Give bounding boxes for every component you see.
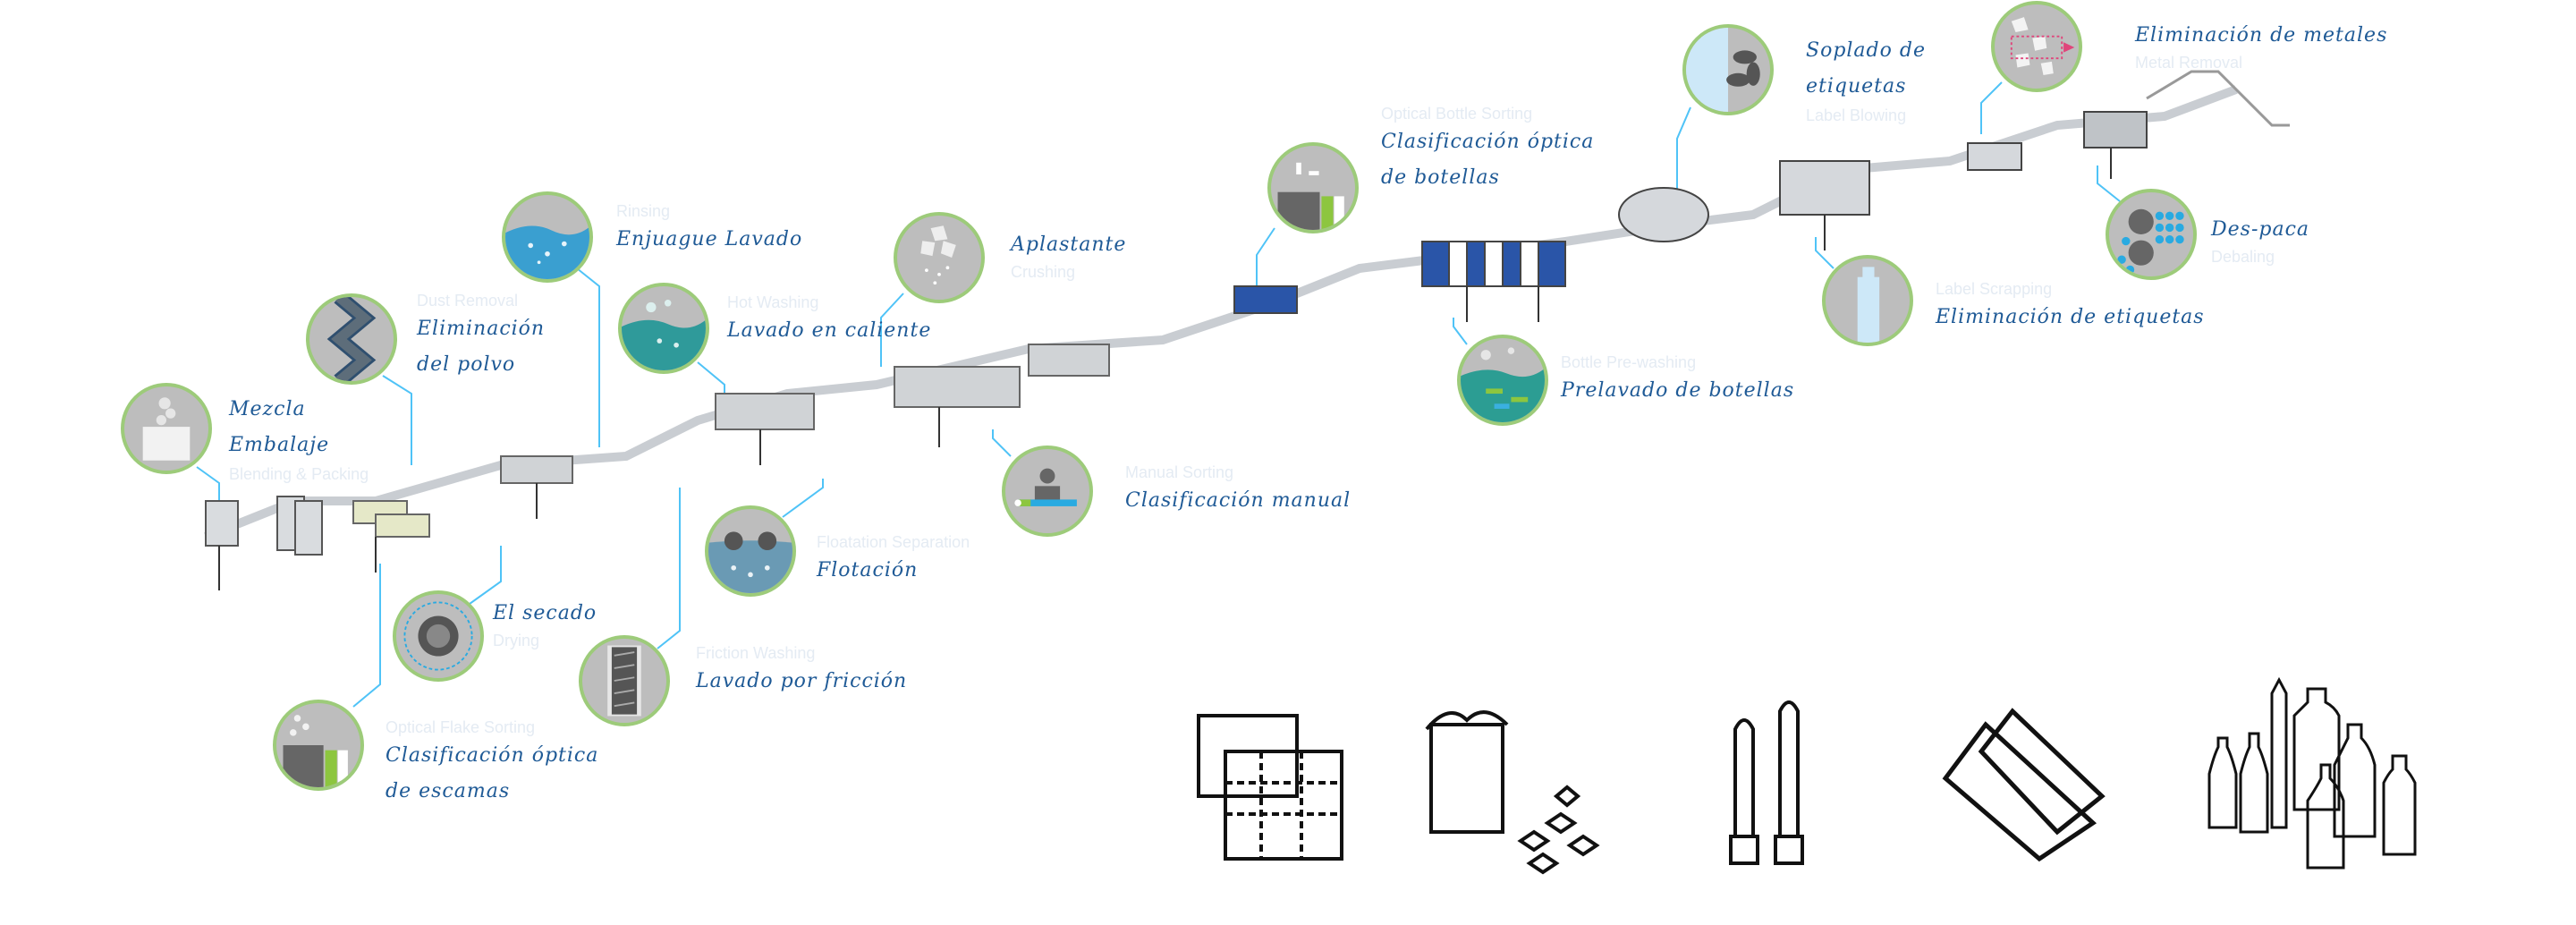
step-label-despaca: Des-paca xyxy=(2211,218,2310,241)
optical-bottle-sorting-icon xyxy=(1267,142,1359,233)
step-label-secado: El secado xyxy=(493,602,597,624)
step-label-enjuague: Enjuague Lavado xyxy=(616,228,803,250)
connector-secado xyxy=(469,546,502,605)
connector-friccion xyxy=(657,488,681,649)
bale-icon xyxy=(1190,698,1368,877)
connector-eliminacion-etiquetas xyxy=(1815,237,1835,269)
step-sub-despaca: Debaling xyxy=(2211,248,2275,266)
drying-icon xyxy=(393,590,484,682)
label-blowing-icon xyxy=(1682,24,1774,115)
step-sub-eliminacion-etiquetas: Label Scrapping xyxy=(1936,280,2053,298)
step-label-metales: Eliminación de metales xyxy=(2135,24,2388,47)
step-sub-secado: Drying xyxy=(493,632,540,649)
step-sub-aplastante: Crushing xyxy=(1011,263,1076,281)
step-sub-flotacion: Floatation Separation xyxy=(817,533,970,551)
connector-despaca xyxy=(2097,165,2121,202)
sheet-icon xyxy=(1932,698,2111,877)
step-sub-caliente: Hot Washing xyxy=(727,293,819,311)
preform-icon xyxy=(1717,693,1825,872)
step-label-aplastante: Aplastante xyxy=(1011,233,1127,256)
connector-metales xyxy=(1980,81,2003,134)
production-line-equipment xyxy=(204,70,2290,590)
hot-washing-icon xyxy=(618,283,709,374)
step-label-manual: Clasificación manual xyxy=(1125,489,1352,512)
connector-enjuague xyxy=(576,267,600,447)
manual-sorting-icon xyxy=(1002,446,1093,537)
step-sub-optica-escamas: Optical Flake Sorting xyxy=(386,718,536,736)
step-label-caliente: Lavado en caliente xyxy=(727,319,932,342)
friction-washing-icon xyxy=(579,635,670,726)
step-label-friccion: Lavado por fricción xyxy=(696,670,908,692)
step-sub-soplado: Label Blowing xyxy=(1806,106,1907,124)
step-label-eliminacion-etiquetas: Eliminación de etiquetas xyxy=(1936,306,2205,328)
connector-soplado xyxy=(1676,106,1691,197)
connector-manual xyxy=(992,429,1012,457)
step-sub-polvo: Dust Removal xyxy=(417,292,519,310)
step-sub-enjuague: Rinsing xyxy=(616,202,671,220)
connector-aplastante xyxy=(880,293,904,367)
flakes-bag-icon xyxy=(1413,698,1610,877)
dust-removal-icon xyxy=(306,293,397,385)
connector-optica-escamas xyxy=(352,564,381,708)
optical-flake-sorting-icon xyxy=(273,700,364,791)
connector-flotacion xyxy=(782,479,824,518)
step-sub-optica-botellas: Optical Bottle Sorting xyxy=(1381,105,1533,123)
debaling-icon xyxy=(2106,189,2197,280)
step-label-flotacion: Flotación xyxy=(817,559,919,581)
blending-packing-icon xyxy=(121,383,212,474)
step-sub-friccion: Friction Washing xyxy=(696,644,816,662)
floatation-icon xyxy=(705,505,796,597)
connector-optica-botellas xyxy=(1256,227,1275,295)
bottles-icon xyxy=(2191,675,2460,881)
step-sub-manual: Manual Sorting xyxy=(1125,463,1234,481)
metal-removal-icon xyxy=(1991,1,2082,92)
crushing-icon xyxy=(894,212,985,303)
step-sub-prelavado: Bottle Pre-washing xyxy=(1561,353,1697,371)
prewashing-icon xyxy=(1457,335,1548,426)
rinsing-icon xyxy=(502,191,593,283)
step-label-prelavado: Prelavado de botellas xyxy=(1561,379,1795,402)
step-sub-mezcla: Blending & Packing xyxy=(229,465,369,483)
connector-polvo xyxy=(382,375,412,465)
connector-prelavado xyxy=(1453,318,1468,345)
step-sub-metales: Metal Removal xyxy=(2135,54,2243,72)
label-scrapping-icon xyxy=(1822,255,1913,346)
